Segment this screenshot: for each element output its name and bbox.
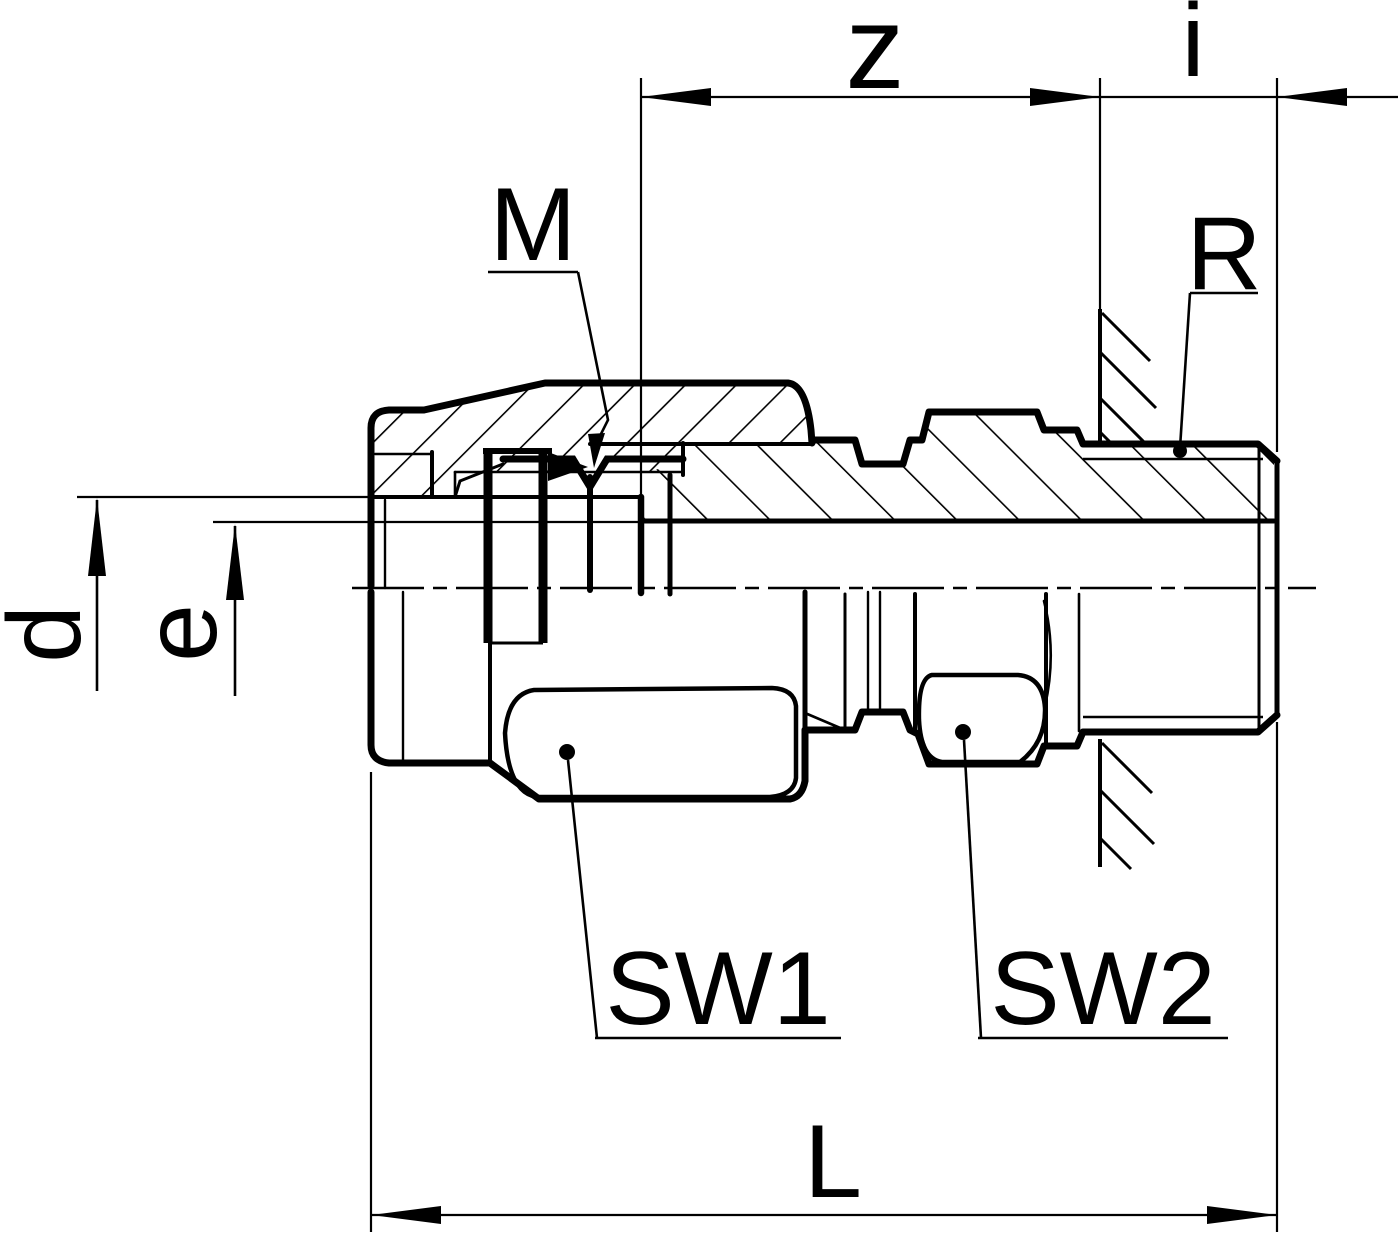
wall-hatch-stroke <box>1098 788 1156 846</box>
body-top-profile <box>808 408 1281 468</box>
body-cone-edge <box>803 711 847 732</box>
stud-end <box>1083 449 1280 728</box>
internal-edges-bottom <box>401 589 1081 800</box>
ferrule-bite-tip <box>548 452 588 481</box>
wall-hatch-stroke <box>1098 396 1148 446</box>
sw2-hex-face <box>916 672 1048 765</box>
e-label: e <box>123 604 239 662</box>
L-label: L <box>804 1104 862 1220</box>
dimension-e: e <box>123 520 639 696</box>
body-section-hatch <box>644 412 1274 519</box>
wall-hatch <box>1098 311 1158 871</box>
SW1-leader-dot <box>559 744 575 760</box>
i-arrow <box>1277 88 1347 106</box>
nut-bottom-profile <box>367 588 809 803</box>
M-leader-arrow <box>588 433 605 468</box>
nut-top-profile <box>367 379 816 590</box>
wall-hatch-stroke <box>1100 311 1152 363</box>
R-leader-dot <box>1173 444 1187 458</box>
SW2-leader-dot <box>955 724 971 740</box>
ferrule <box>483 448 588 645</box>
outer-profile-bottom <box>367 588 1281 803</box>
wall-hatch-stroke <box>1098 430 1114 446</box>
leader-M: M <box>488 167 610 468</box>
SW2-leader-line <box>962 739 983 1039</box>
leader-SW2: SW2 <box>955 724 1228 1047</box>
SW1-leader-line <box>566 759 599 1039</box>
wall-hatch-stroke <box>1100 741 1154 795</box>
wall-hatch-stroke <box>1098 350 1158 410</box>
R-label: R <box>1186 196 1261 312</box>
z-arrow-right <box>1030 88 1100 106</box>
body-bottom-profile <box>801 708 1281 768</box>
R-leader-line <box>1178 292 1192 449</box>
z-label: z <box>846 0 905 114</box>
sw1-hex-face <box>502 685 799 800</box>
L-arrow-left <box>371 1206 441 1224</box>
M-label: M <box>490 167 577 283</box>
L-arrow-right <box>1207 1206 1277 1224</box>
d-arrow <box>88 498 106 576</box>
leader-R: R <box>1173 196 1262 458</box>
outer-profile-top <box>367 379 1281 590</box>
internal-edges-top <box>369 441 1277 597</box>
SW1-label: SW1 <box>605 931 830 1047</box>
SW2-label: SW2 <box>990 931 1215 1047</box>
dimension-i: i <box>1098 0 1398 452</box>
dimension-z: z <box>639 0 1100 518</box>
e-arrow <box>226 524 244 600</box>
wall-hatch-stroke <box>1098 836 1133 871</box>
dimension-L: L <box>369 722 1279 1232</box>
dimension-d: d <box>0 495 371 691</box>
leader-SW1: SW1 <box>559 744 841 1047</box>
d-label: d <box>0 605 103 663</box>
z-arrow-left <box>641 88 711 106</box>
i-label: i <box>1181 0 1204 99</box>
mounting-wall <box>1098 309 1158 871</box>
